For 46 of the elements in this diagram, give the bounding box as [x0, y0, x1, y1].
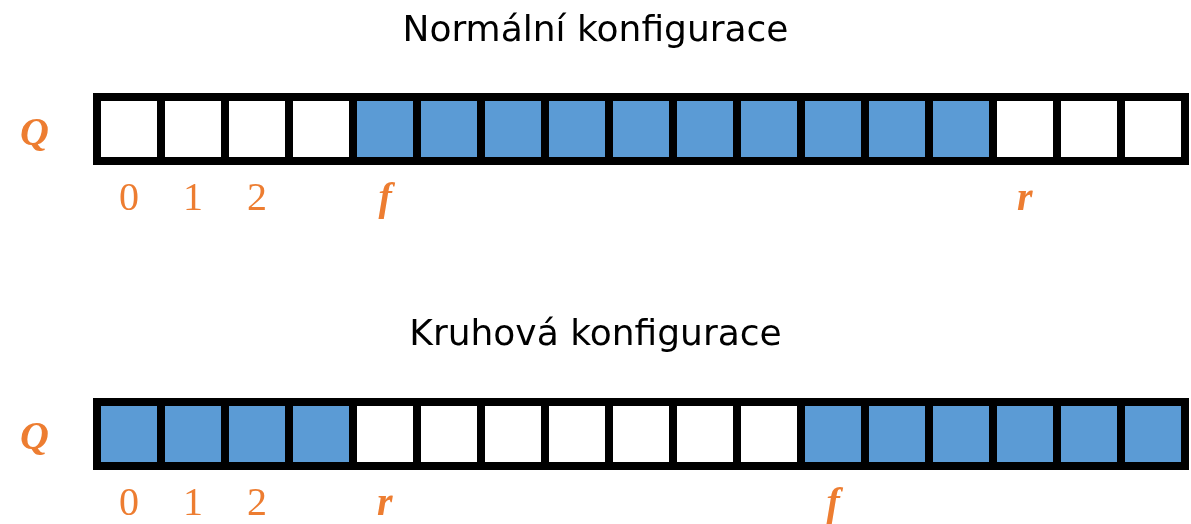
filled-cell — [741, 101, 797, 157]
filled-cell — [357, 101, 413, 157]
filled-cell — [421, 101, 477, 157]
empty-cell — [1061, 101, 1117, 157]
filled-cell — [229, 406, 285, 462]
queue-name: Q — [20, 108, 49, 155]
index-label: 0 — [119, 177, 139, 217]
filled-cell — [101, 406, 157, 462]
empty-cell — [101, 101, 157, 157]
empty-cell — [485, 406, 541, 462]
empty-cell — [997, 101, 1053, 157]
queue-name: Q — [20, 412, 49, 459]
empty-cell — [421, 406, 477, 462]
index-label: r — [1017, 177, 1033, 217]
filled-cell — [997, 406, 1053, 462]
heading: Kruhová konfigurace — [409, 312, 782, 353]
empty-cell — [357, 406, 413, 462]
filled-cell — [869, 406, 925, 462]
filled-cell — [933, 406, 989, 462]
filled-cell — [293, 406, 349, 462]
empty-cell — [613, 406, 669, 462]
filled-cell — [869, 101, 925, 157]
filled-cell — [165, 406, 221, 462]
empty-cell — [741, 406, 797, 462]
index-label: 0 — [119, 482, 139, 522]
index-label: 2 — [247, 482, 267, 522]
empty-cell — [229, 101, 285, 157]
empty-cell — [549, 406, 605, 462]
index-label: 1 — [183, 482, 203, 522]
empty-cell — [1125, 101, 1181, 157]
filled-cell — [485, 101, 541, 157]
filled-cell — [933, 101, 989, 157]
empty-cell — [293, 101, 349, 157]
empty-cell — [165, 101, 221, 157]
index-label: 1 — [183, 177, 203, 217]
filled-cell — [1125, 406, 1181, 462]
filled-cell — [1061, 406, 1117, 462]
filled-cell — [677, 101, 733, 157]
empty-cell — [677, 406, 733, 462]
index-label: 2 — [247, 177, 267, 217]
filled-cell — [549, 101, 605, 157]
filled-cell — [613, 101, 669, 157]
heading: Normální konfigurace — [402, 8, 789, 49]
filled-cell — [805, 406, 861, 462]
filled-cell — [805, 101, 861, 157]
index-label: r — [377, 482, 393, 522]
